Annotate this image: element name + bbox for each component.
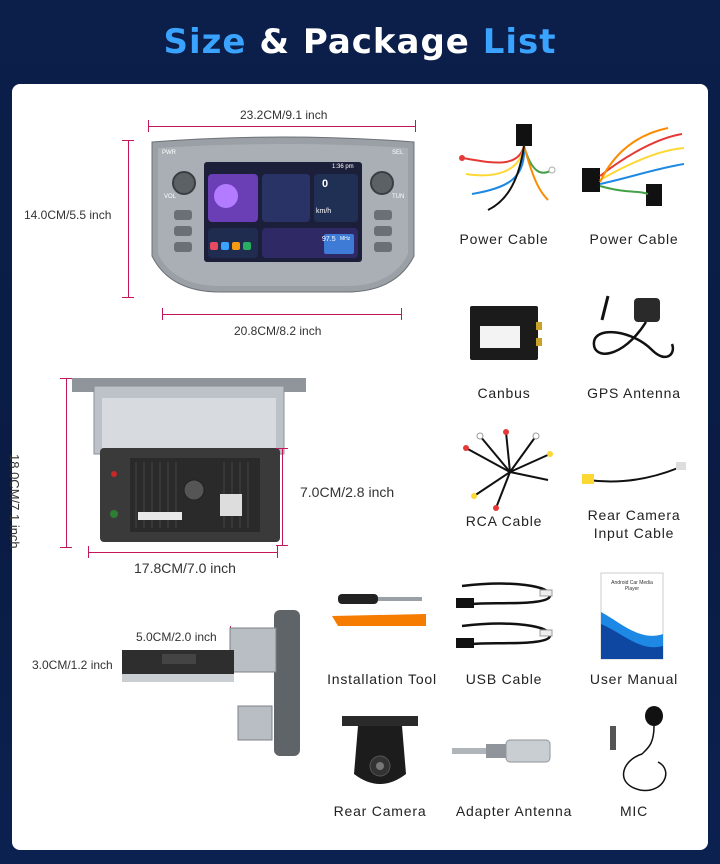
title-list: List — [482, 22, 557, 62]
dim-body-inner-height: 7.0CM/2.8 inch — [300, 484, 395, 500]
screen-speed: 0 — [322, 178, 329, 190]
screen-time: 1:36 pm — [332, 164, 354, 170]
screen-radio-unit: MHz — [340, 236, 351, 242]
title-amp: & — [259, 22, 290, 62]
dim-body-height: 18.0CM/7.1 inch — [7, 454, 22, 549]
dim-tick — [122, 140, 134, 141]
dim-tick — [60, 547, 72, 548]
caption-rear-camera-input-cable: Rear Camera Input Cable — [587, 507, 681, 541]
dim-rear-width: 20.8CM/8.2 inch — [234, 324, 322, 338]
head-unit-front: PWR VOL SEL TUN 1:36 pm 0 km/h 97.5 MHz — [146, 136, 420, 296]
title-size: Size — [163, 22, 247, 62]
page-title: Size & Package List — [0, 22, 720, 62]
dim-tick — [277, 546, 278, 558]
dim-tick — [401, 308, 402, 320]
dim-tick — [60, 378, 72, 379]
dim-line-body-width — [88, 552, 278, 553]
dim-tick — [162, 308, 163, 320]
caption-mic: MIC — [619, 803, 649, 819]
caption-gps-antenna: GPS Antenna — [587, 385, 681, 401]
dim-tick — [122, 297, 134, 298]
dim-body-width: 17.8CM/7.0 inch — [134, 560, 236, 576]
caption-usb-cable: USB Cable — [465, 671, 543, 687]
dim-line-body-inner — [282, 448, 283, 546]
label-vol: VOL — [164, 194, 177, 200]
dim-side-small: 3.0CM/1.2 inch — [32, 658, 113, 672]
screen-radio: 97.5 — [322, 236, 336, 243]
dim-tick — [88, 546, 89, 558]
dim-line-front-width — [148, 126, 416, 127]
dim-line-rear-width — [162, 314, 402, 315]
canbus-image — [468, 304, 544, 362]
head-unit-body — [72, 372, 308, 548]
dim-side-depth: 5.0CM/2.0 inch — [136, 630, 217, 644]
caption-rear-camera: Rear Camera — [333, 803, 427, 819]
dim-front-width: 23.2CM/9.1 inch — [240, 108, 328, 122]
installation-tool-image — [330, 586, 434, 632]
caption-power-cable-2: Power Cable — [589, 231, 679, 247]
rear-camera-image — [340, 714, 420, 794]
rear-camera-input-cable-image — [578, 460, 688, 490]
dim-tick — [276, 448, 288, 449]
label-tun: TUN — [392, 194, 405, 200]
usb-cable-image — [452, 576, 556, 652]
power-cable-1-image — [448, 122, 560, 218]
power-cable-2-image — [578, 124, 690, 220]
caption-rca-cable: RCA Cable — [465, 513, 543, 529]
user-manual-image: Android Car Media Player — [600, 572, 664, 660]
content-card: 23.2CM/9.1 inch 14.0CM/5.5 inch 20.8CM/8… — [7, 84, 708, 850]
gps-antenna-image — [582, 290, 686, 372]
rca-cable-image — [456, 428, 556, 512]
head-unit-side — [122, 610, 302, 758]
manual-cover-title: Android Car Media Player — [611, 580, 653, 592]
dim-tick — [276, 545, 288, 546]
dim-tick — [415, 120, 416, 132]
screen-speed-unit: km/h — [316, 208, 332, 215]
caption-adapter-antenna: Adapter Antenna — [455, 803, 573, 819]
caption-canbus: Canbus — [477, 385, 531, 401]
caption-power-cable-1: Power Cable — [459, 231, 549, 247]
label-pwr: PWR — [162, 150, 176, 156]
dim-front-height: 14.0CM/5.5 inch — [24, 208, 112, 222]
caption-installation-tool: Installation Tool — [327, 671, 437, 687]
dim-line-body-height — [66, 378, 67, 548]
mic-image — [602, 704, 682, 794]
label-sel: SEL — [392, 150, 404, 156]
dim-line-front-height — [128, 140, 129, 298]
caption-user-manual: User Manual — [589, 671, 679, 687]
adapter-antenna-image — [450, 734, 554, 768]
title-package: Package — [302, 22, 470, 62]
dim-tick — [148, 120, 149, 132]
